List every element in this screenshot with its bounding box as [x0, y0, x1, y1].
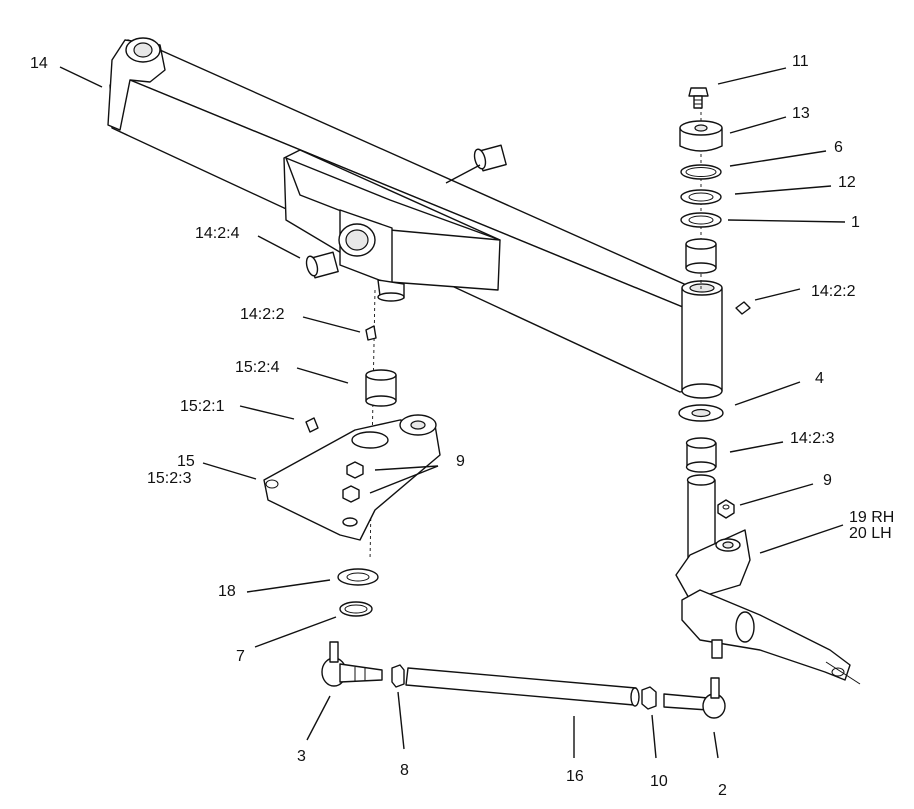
callout-9-right: 9	[823, 472, 832, 489]
washer-18	[337, 568, 379, 586]
grease-fitting-right	[735, 301, 751, 315]
callout-3: 3	[297, 748, 306, 765]
bushing-upper-right	[685, 238, 717, 274]
callout-18: 18	[218, 583, 236, 600]
callout-12: 12	[838, 174, 856, 191]
callout-6: 6	[834, 139, 843, 156]
thrust-washer-4	[678, 404, 724, 422]
tie-rod-end-3	[321, 641, 383, 687]
snap-ring-6	[680, 164, 722, 180]
washer-12	[680, 189, 722, 205]
callout-13: 13	[792, 105, 810, 122]
bolt-11	[688, 87, 709, 109]
steering-plate-15	[263, 414, 441, 541]
callout-15-2-3: 15:2:3	[147, 470, 192, 487]
leader-lines	[59, 66, 846, 759]
cap-13	[679, 120, 723, 152]
callout-14-2-4: 14:2:4	[195, 225, 240, 242]
callout-14-2-3: 14:2:3	[790, 430, 835, 447]
tie-rod-16	[405, 667, 640, 707]
callout-7: 7	[236, 648, 245, 665]
callout-19-rh: 19 RH	[849, 509, 894, 526]
callout-16: 16	[566, 768, 584, 785]
callout-4: 4	[815, 370, 824, 387]
callout-8: 8	[400, 762, 409, 779]
callout-14-2-2-right: 14:2:2	[811, 283, 856, 300]
bushing-15-2-4	[365, 369, 397, 407]
front-axle-beam	[107, 37, 723, 399]
tie-rod-end-2	[663, 677, 726, 719]
washer-1	[680, 212, 722, 228]
callout-14: 14	[30, 55, 48, 72]
callout-1: 1	[851, 214, 860, 231]
spindle-19-20	[675, 474, 861, 685]
callout-15-2-1: 15:2:1	[180, 398, 225, 415]
callout-2: 2	[718, 782, 727, 799]
jam-nut-10	[641, 686, 657, 710]
callout-9-left: 9	[456, 453, 465, 470]
bushing-14-2-4	[305, 144, 507, 279]
callout-15: 15	[177, 453, 195, 470]
fitting-15-2-1	[305, 417, 319, 433]
bushing-14-2-3	[685, 437, 717, 473]
callout-11: 11	[792, 53, 809, 70]
callout-14-2-2-left: 14:2:2	[240, 306, 285, 323]
callout-15-2-4: 15:2:4	[235, 359, 280, 376]
callout-20-lh: 20 LH	[849, 525, 892, 542]
nut-9-right	[717, 499, 735, 519]
grease-fitting-left	[365, 325, 377, 341]
jam-nut-8	[391, 664, 405, 688]
callout-10: 10	[650, 773, 668, 790]
snap-ring-7	[339, 601, 373, 617]
